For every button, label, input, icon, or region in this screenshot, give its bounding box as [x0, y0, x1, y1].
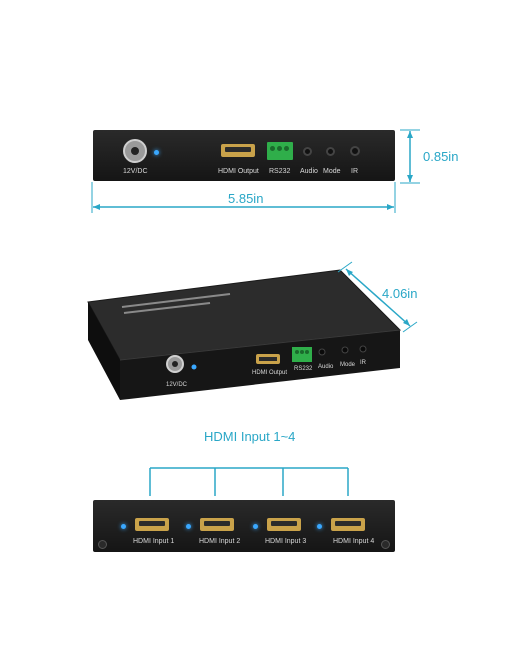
led-input-1: [121, 524, 126, 529]
height-dimension-label: 0.85in: [423, 149, 459, 164]
rs232-label: RS232: [269, 168, 291, 175]
ir-label: IR: [351, 168, 358, 175]
mode-label-3d: Mode: [340, 362, 356, 368]
hdmi-input-label-4: HDMI Input 4: [333, 538, 375, 545]
rs232-terminal: [267, 142, 293, 160]
hdmi-output-label-3d: HDMI Output: [252, 370, 288, 376]
dc-power-jack: [123, 139, 147, 163]
front-panel-view: HDMI Input 1~4 HDMI Input 1 HDMI Input 2…: [0, 420, 520, 560]
screw-right: [381, 540, 390, 549]
screw-left: [98, 540, 107, 549]
hdmi-input-label-1: HDMI Input 1: [133, 538, 175, 545]
device-3d-body: [87, 269, 402, 400]
audio-jack: [303, 147, 312, 156]
front-panel-device: HDMI Input 1 HDMI Input 2 HDMI Input 3 H…: [93, 500, 395, 552]
width-dimension-line: [91, 182, 396, 213]
depth-dimension-line: [337, 261, 418, 333]
hdmi-input-port-1: [135, 518, 169, 531]
hdmi-input-label-2: HDMI Input 2: [199, 538, 241, 545]
audio-label: Audio: [300, 168, 318, 175]
mode-button: [326, 147, 335, 156]
mode-label: Mode: [323, 168, 341, 175]
dc-label: 12V/DC: [123, 168, 148, 175]
device-3d-view: 12V/DC HDMI Output RS232 Audio Mode IR 4…: [0, 260, 520, 410]
dc-label-3d: 12V/DC: [166, 382, 188, 388]
width-dimension-label: 5.85in: [228, 191, 264, 206]
hdmi-input-port-2: [200, 518, 234, 531]
hdmi-input-label-3: HDMI Input 3: [265, 538, 307, 545]
rs232-label-3d: RS232: [294, 366, 313, 372]
hdmi-input-port-4: [331, 518, 365, 531]
led-input-2: [186, 524, 191, 529]
hdmi-input-port-3: [267, 518, 301, 531]
hdmi-output-port: [221, 144, 255, 157]
led-input-3: [253, 524, 258, 529]
hdmi-output-label: HDMI Output: [218, 168, 259, 175]
depth-dimension-label: 4.06in: [382, 286, 418, 301]
height-dimension-line: [400, 129, 420, 184]
rear-panel-view: 12V/DC HDMI Output RS232 Audio Mode IR 0…: [0, 100, 520, 230]
hdmi-input-title: HDMI Input 1~4: [204, 429, 296, 444]
ir-jack: [350, 146, 360, 156]
input-bracket-lines: [149, 467, 349, 496]
rear-panel-device: 12V/DC HDMI Output RS232 Audio Mode IR: [93, 130, 395, 181]
power-led: [154, 150, 159, 155]
led-input-4: [317, 524, 322, 529]
audio-label-3d: Audio: [318, 364, 334, 370]
ir-label-3d: IR: [360, 360, 366, 366]
